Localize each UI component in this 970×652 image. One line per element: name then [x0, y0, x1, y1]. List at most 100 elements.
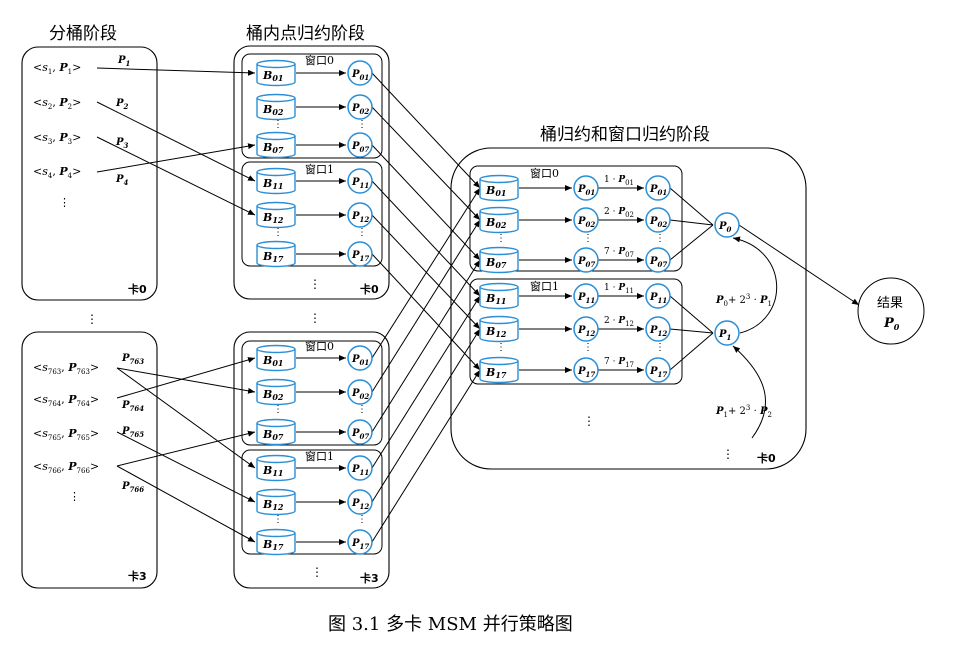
- point-label: P763: [121, 353, 144, 366]
- inner-ellipsis: ⋮: [583, 342, 593, 353]
- point-node-label: P17: [649, 366, 667, 379]
- intra-card3-window0: [241, 340, 383, 446]
- flow-arrow: [96, 67, 256, 76]
- flow-arrow: [96, 101, 256, 182]
- bucket-cylinder: B12: [479, 315, 519, 343]
- inner-ellipsis: ⋮: [496, 342, 506, 353]
- point-label: P2: [115, 98, 129, 111]
- inner-ellipsis: ⋮: [583, 233, 593, 244]
- inner-ellipsis: ⋮: [496, 233, 506, 244]
- flow-line: [669, 219, 714, 226]
- scalar-mult-label: 2 · P12: [604, 316, 634, 328]
- flow-arrow: [371, 187, 481, 359]
- formula-top: P0+ 23 · P1: [715, 293, 772, 308]
- point-node: P12: [347, 489, 373, 515]
- bucket-label: B01: [485, 184, 506, 198]
- point-node: P02: [347, 94, 373, 120]
- point-node-label: P07: [649, 256, 667, 269]
- point-node-label: P17: [577, 366, 595, 379]
- result-circle: [857, 277, 925, 345]
- inner-ellipsis: ⋮: [655, 233, 665, 244]
- point-node-label: P01: [351, 69, 369, 82]
- flow-arrow: [371, 106, 481, 221]
- inner-ellipsis: ⋮: [357, 404, 367, 415]
- bucket-item: <s765, P765>: [33, 427, 99, 442]
- bucket-stage-title: 分桶阶段: [49, 24, 117, 44]
- bucket-cylinder: B12: [256, 201, 296, 229]
- point-node: P11: [347, 168, 373, 194]
- point-node: P12: [347, 202, 373, 228]
- bucket-cylinder: B11: [479, 282, 519, 310]
- bucket-cylinder: B11: [256, 167, 296, 195]
- point-label: P3: [115, 137, 129, 150]
- bucket-item: <s4, P4>: [33, 165, 81, 180]
- bucket-ellipsis: ⋮: [59, 196, 70, 209]
- bucket-cylinder: B07: [256, 418, 296, 446]
- point-node: P1: [714, 320, 740, 346]
- point-node-label: P02: [577, 216, 595, 229]
- point-node: P01: [347, 60, 373, 86]
- combine-window0-label: 窗口0: [530, 166, 559, 180]
- bucket-cylinder: B02: [256, 93, 296, 121]
- bucket-label: B01: [262, 354, 283, 368]
- intra-card0-window1: [241, 161, 383, 267]
- bucket-cylinder: B17: [479, 356, 519, 384]
- intra-card3-window1: [241, 449, 383, 555]
- intra-card0-windows: [241, 53, 383, 267]
- intra-card0-label: 卡0: [360, 282, 379, 296]
- between-cards-ellipsis: ⋮: [86, 312, 98, 326]
- flow-line: [669, 187, 714, 226]
- point-node: P11: [645, 283, 671, 309]
- scalar-mult-label: 1 · P01: [604, 175, 634, 187]
- flow-line: [669, 224, 714, 261]
- point-node-label: P02: [649, 216, 667, 229]
- point-node: P07: [347, 419, 373, 445]
- flow-arrow: [116, 367, 256, 469]
- flow-arrow: [371, 369, 481, 543]
- bucket-label: B12: [485, 325, 507, 339]
- bucket-stage-card3-label: 卡3: [128, 569, 147, 583]
- bucket-label: B11: [262, 464, 283, 478]
- point-label: P764: [121, 400, 144, 413]
- point-node-label: P01: [351, 354, 369, 367]
- point-node-label: P02: [351, 103, 369, 116]
- point-node: P02: [573, 207, 599, 233]
- bucket-label: B11: [262, 177, 283, 191]
- flow-arrow: [371, 72, 481, 189]
- bucket-cylinder: B01: [256, 344, 296, 372]
- point-node: P11: [573, 283, 599, 309]
- bucket-items-card3: <s763, P763> <s764, P764> <s765, P765> <…: [33, 353, 144, 503]
- point-node-label: P07: [351, 141, 369, 154]
- combine-window1-box: [469, 278, 683, 385]
- scalar-mult-label: 7 · P07: [604, 247, 634, 259]
- bucket-ellipsis: ⋮: [69, 490, 80, 503]
- point-node: P01: [573, 175, 599, 201]
- bucket-label: B01: [262, 69, 283, 83]
- bucket-label: B02: [485, 216, 507, 230]
- flow-arrow: [96, 143, 256, 173]
- point-node-label: P12: [649, 325, 667, 338]
- point-node-label: P02: [351, 388, 369, 401]
- flow-arrow: [116, 367, 256, 394]
- point-label: P4: [115, 174, 129, 187]
- bucket-items-card0: <s1, P1> <s2, P2> <s3, P3> <s4, P4> ⋮ P1…: [33, 55, 130, 209]
- inner-ellipsis: ⋮: [357, 119, 367, 130]
- bucket-cylinder: B07: [479, 246, 519, 274]
- bucket-cylinder: B17: [256, 528, 296, 556]
- intra-card0-ellipsis: ⋮: [309, 277, 321, 291]
- point-node-label: P12: [351, 498, 369, 511]
- intra-mid-ellipsis: ⋮: [309, 311, 321, 325]
- inner-ellipsis: ⋮: [357, 227, 367, 238]
- point-node-label: P17: [351, 538, 369, 551]
- point-node-label: P1: [718, 329, 731, 342]
- combine-ellipsis-2: ⋮: [722, 447, 734, 461]
- flow-arrow: [96, 136, 256, 216]
- window-label: 窗口0: [305, 53, 334, 67]
- inner-ellipsis: ⋮: [273, 227, 283, 238]
- window-label: 窗口1: [305, 162, 334, 176]
- bucket-label: B12: [262, 211, 284, 225]
- fold-arrow: [732, 236, 778, 334]
- scalar-mult-label: 2 · P02: [604, 207, 634, 219]
- point-label: P765: [121, 426, 144, 439]
- flow-arrow: [371, 328, 481, 503]
